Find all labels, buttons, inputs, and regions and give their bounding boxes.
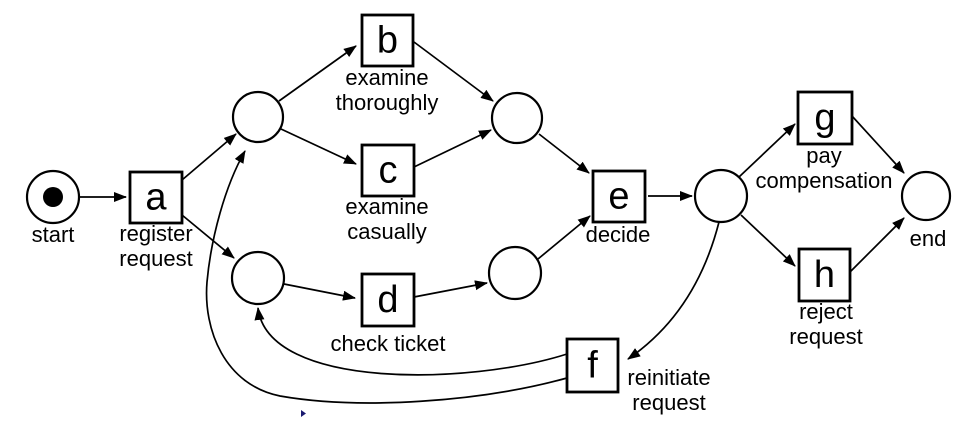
place-c1 (231, 90, 285, 144)
transition-h-letter: h (814, 254, 835, 296)
arc-f-to-c2 (254, 307, 568, 376)
arc-c3-to-e (538, 133, 590, 174)
arc-c5-to-h (740, 214, 796, 267)
transition-d: d check ticket (331, 272, 446, 356)
place-start: start (25, 169, 81, 247)
place-c5-circle (693, 168, 749, 224)
transition-h-label-line2: request (789, 324, 862, 349)
transition-b-label-line2: thoroughly (336, 90, 439, 115)
place-c4-circle (487, 245, 543, 301)
place-end: end (900, 170, 952, 251)
place-c4 (487, 245, 543, 301)
transition-b-letter: b (377, 20, 398, 62)
transition-h-label-line1: reject (799, 299, 853, 324)
arc-b-to-c3 (413, 41, 494, 102)
transition-f-letter: f (587, 345, 598, 387)
arc-d-to-c4 (413, 280, 488, 298)
transition-c-label-line1: examine (345, 194, 428, 219)
transition-e: e decide (586, 169, 651, 247)
transition-a-label-line2: request (119, 246, 192, 271)
transition-g-label-line2: compensation (756, 168, 893, 193)
transition-c-box (360, 143, 416, 198)
transition-g-letter: g (814, 97, 835, 139)
place-c5 (693, 168, 749, 224)
transition-e-letter: e (608, 176, 629, 218)
arc-c2-to-d (283, 283, 356, 301)
transition-d-letter: d (377, 279, 398, 321)
place-end-circle (900, 170, 952, 222)
transition-a-label-line1: register (119, 221, 192, 246)
place-c3-circle (490, 91, 544, 145)
transition-g-label-line1: pay (806, 143, 841, 168)
node-layer: aregisterrequestbexaminethoroughlycexami… (25, 13, 952, 415)
stray-mark (301, 410, 306, 417)
transition-h-box (797, 247, 852, 303)
transition-f-label-line2: request (632, 390, 705, 415)
place-start-token-icon (43, 187, 63, 207)
transition-d-label-line1: check ticket (331, 331, 446, 356)
transition-e-box (591, 169, 647, 224)
transition-f-label-line1: reinitiate (627, 365, 710, 390)
place-end-label: end (910, 226, 947, 251)
arc-a-to-c1 (181, 133, 237, 181)
place-c1-circle (231, 90, 285, 144)
transition-e-label-line1: decide (586, 222, 651, 247)
place-c3 (490, 91, 544, 145)
arc-h-to-end (849, 217, 905, 273)
transition-d-box (360, 272, 416, 328)
transition-c-letter: c (379, 150, 398, 192)
arc-c1-to-c (280, 128, 357, 165)
place-start-label: start (32, 222, 75, 247)
arc-a-to-c2 (181, 214, 235, 259)
arc-c5-to-f (627, 221, 720, 360)
transition-a-box (128, 170, 184, 225)
transition-c-label-line2: casually (347, 219, 426, 244)
transition-b-label-line1: examine (345, 65, 428, 90)
arc-c5-to-g (738, 123, 796, 178)
transition-b-box (360, 13, 415, 68)
arc-c-to-c3 (413, 129, 492, 168)
arc-c1-to-b (278, 45, 357, 102)
arc-layer (79, 41, 905, 417)
arc-f-to-c1 (205, 150, 568, 404)
arc-g-to-end (851, 115, 905, 174)
transition-a-letter: a (145, 177, 167, 219)
transition-g-box (796, 90, 854, 146)
place-c2 (230, 250, 286, 306)
arc-c4-to-e (537, 215, 591, 260)
transition-f-box (565, 337, 620, 394)
place-c2-circle (230, 250, 286, 306)
